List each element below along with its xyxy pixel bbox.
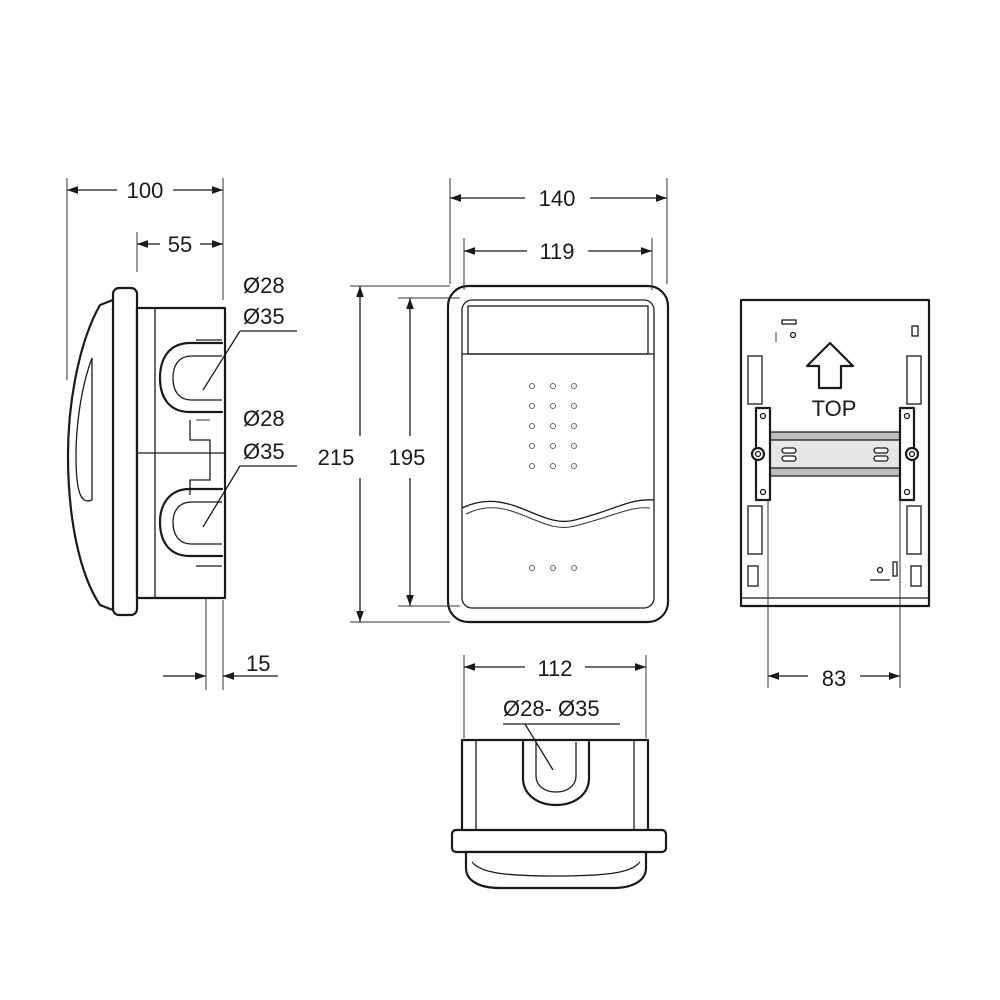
side-knockout-lower [158, 487, 224, 558]
dim-front-width-inner: 119 [539, 239, 574, 264]
side-frame-flange [111, 286, 139, 617]
label-top: TOP [812, 396, 857, 421]
dim-front-height-outer: 215 [318, 445, 355, 470]
front-view: 140 119 215 195 [318, 178, 670, 624]
front-frame-outer [446, 284, 670, 624]
dim-side-width-total: 100 [127, 178, 164, 203]
label-hole-lower-small: Ø28 [243, 406, 285, 431]
dim-side-width-box: 55 [168, 232, 192, 257]
rail-bracket-right [898, 406, 920, 502]
rail-bracket-left [750, 406, 772, 502]
bottom-flange [450, 828, 668, 854]
back-view: TOP [739, 298, 931, 691]
din-rail [770, 431, 900, 477]
bottom-box-body [460, 738, 650, 834]
front-vent-dots-upper [529, 383, 577, 469]
top-arrow-icon [805, 341, 855, 390]
side-cover-outline [66, 296, 120, 614]
dim-bottom-width: 112 [537, 656, 572, 681]
side-view: 100 55 Ø28 Ø35 Ø28 Ø35 15 [66, 178, 297, 690]
front-frame-inner [461, 299, 655, 609]
front-wave [461, 499, 655, 523]
label-hole-upper-large: Ø35 [243, 304, 285, 329]
front-vent-dots-lower [529, 565, 577, 571]
label-bottom-hole: Ø28- Ø35 [503, 696, 600, 721]
dim-front-height-inner: 195 [389, 445, 426, 470]
label-hole-lower-large: Ø35 [243, 439, 285, 464]
bottom-cover [464, 850, 648, 890]
side-knockout-upper [158, 341, 224, 414]
bottom-knockout [521, 740, 591, 807]
label-hole-upper-small: Ø28 [243, 273, 285, 298]
dim-back-rail-width: 83 [822, 666, 846, 691]
side-cover-inner-curve [75, 357, 93, 502]
dim-side-flange: 15 [246, 651, 270, 676]
bottom-view: Ø28- Ø35 112 [450, 655, 668, 890]
dim-front-width-outer: 140 [539, 186, 576, 211]
